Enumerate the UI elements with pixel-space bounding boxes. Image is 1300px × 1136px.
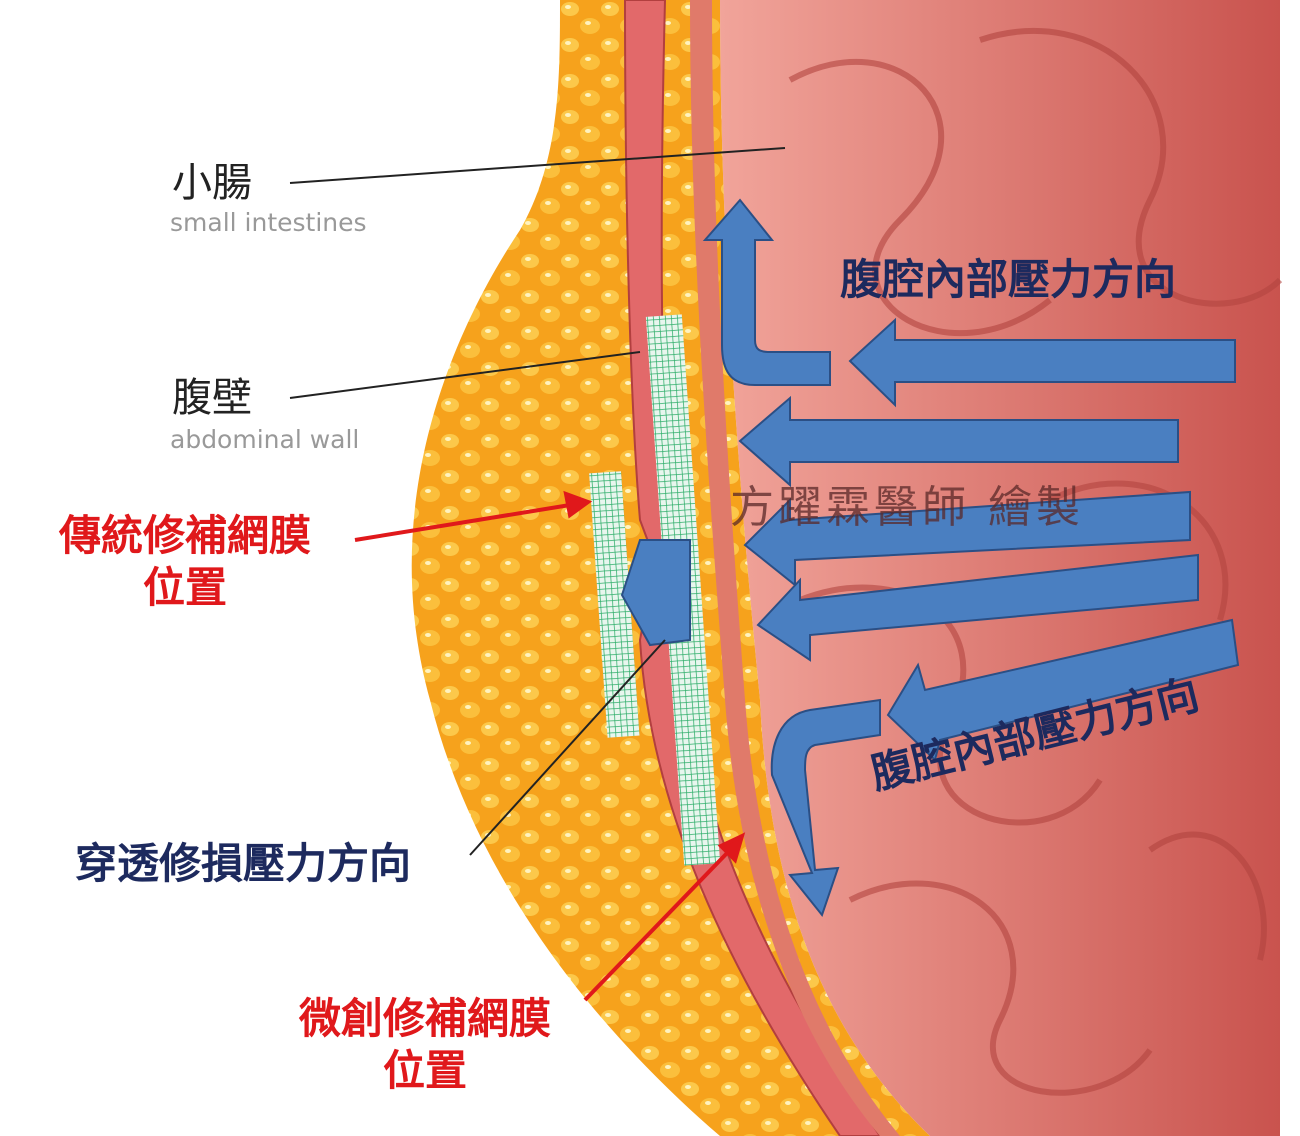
small-intestine-region xyxy=(720,0,1280,1136)
arrow-left-4 xyxy=(756,553,1199,662)
pressure-direction-top-label: 腹腔內部壓力方向 xyxy=(840,255,1177,304)
arrow-left-1 xyxy=(848,317,1236,408)
abdominal-wall-english-label: abdominal wall xyxy=(170,425,360,454)
penetrating-pressure-label: 穿透修損壓力方向 xyxy=(75,839,412,888)
pressure-arrows xyxy=(620,198,1240,918)
traditional-mesh-label-line2: 位置 xyxy=(142,563,227,613)
arrow-left-3 xyxy=(743,490,1191,588)
red-pointers xyxy=(354,490,746,1002)
arrow-down-curve xyxy=(770,698,881,918)
arrow-left-2 xyxy=(738,395,1179,488)
mis-mesh-label-line1: 微創修補網膜 xyxy=(298,994,551,1043)
arrow-up-curve xyxy=(702,198,831,386)
leader-lines xyxy=(289,147,786,856)
traditional-mesh xyxy=(589,471,640,738)
small-intestine-english-label: small intestines xyxy=(170,208,367,237)
traditional-mesh-label-line1: 傳統修補網膜 xyxy=(58,511,311,560)
mis-mesh-label: 微創修補網膜 位置 xyxy=(275,994,575,1096)
author-watermark: 方躍霖醫師 繪製 xyxy=(730,482,1084,533)
mis-mesh-label-line2: 位置 xyxy=(382,1046,467,1096)
small-intestine-label: 小腸 xyxy=(172,160,252,206)
abdominal-wall-label: 腹壁 xyxy=(172,375,252,421)
penetrating-arrow xyxy=(620,539,691,647)
traditional-mesh-label: 傳統修補網膜 位置 xyxy=(35,511,335,613)
arrow-left-5 xyxy=(886,618,1240,762)
